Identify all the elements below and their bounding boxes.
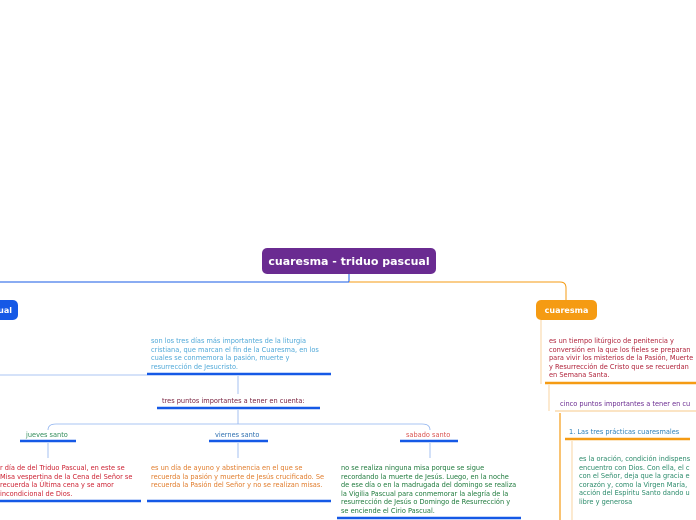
right-points-label-node[interactable]: cinco puntos importantes a tener en cu [560, 400, 691, 408]
root-node[interactable]: cuaresma - triduo pascual [262, 248, 436, 274]
sabado-text-node[interactable]: no se realiza ninguna misa porque se sig… [341, 464, 517, 515]
right-description-node[interactable]: es un tiempo litúrgico de penitencia y c… [549, 337, 694, 380]
left-description-node[interactable]: son los tres días más importantes de la … [151, 337, 319, 371]
days-to-texts-connector [47, 443, 431, 458]
root-to-right-connector [349, 281, 567, 300]
viernes-text-node[interactable]: es un día de ayuno y abstinencia en el q… [151, 464, 325, 490]
right-branch-node[interactable]: cuaresma [536, 300, 597, 320]
practice-text-node[interactable]: es la oración, condición indispens encue… [579, 455, 691, 506]
left-branch-node[interactable]: ual [0, 300, 18, 320]
sabado-santo-node[interactable]: sabado santo [406, 431, 451, 439]
points-label-node[interactable]: tres puntos importantes a tener en cuent… [162, 397, 305, 405]
viernes-santo-node[interactable]: viernes santo [215, 431, 260, 439]
jueves-text-node[interactable]: r día de del Triduo Pascual, en este se … [0, 464, 133, 498]
points-to-days-connector [47, 410, 431, 431]
jueves-santo-node[interactable]: jueves santo [26, 431, 68, 439]
practice-label-node[interactable]: 1. Las tres prácticas cuaresmales [569, 428, 680, 436]
root-to-left-connector [0, 274, 350, 283]
